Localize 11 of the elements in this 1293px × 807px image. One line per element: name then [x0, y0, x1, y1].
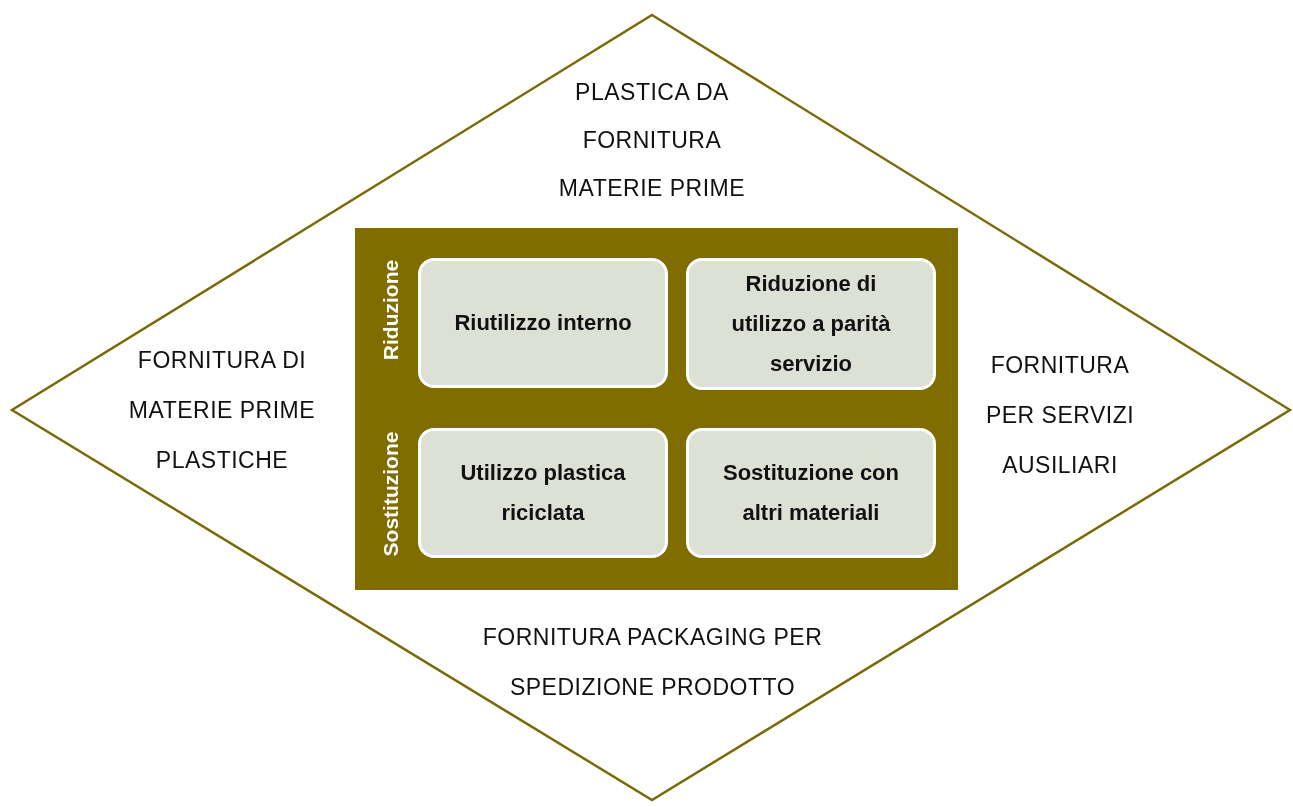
matrix-panel — [355, 228, 958, 590]
region-label: FORNITURA DI MATERIE PRIME PLASTICHE — [127, 346, 317, 475]
region-label: FORNITURA PACKAGING PER SPEDIZIONE PRODOTTO — [481, 623, 824, 702]
strategy-card: Sostituzione con altri materiali — [686, 428, 936, 558]
row-label: Sostituzione — [379, 431, 403, 557]
strategy-card: Riutilizzo interno — [418, 258, 668, 388]
row-label: Riduzione — [379, 259, 403, 361]
strategy-card: Utilizzo plastica riciclata — [418, 428, 668, 558]
region-label: FORNITURA PER SERVIZI AUSILIARI — [984, 351, 1136, 480]
region-label: PLASTICA DA FORNITURA MATERIE PRIME — [557, 78, 747, 203]
strategy-card: Riduzione di utilizzo a parità servizio — [686, 258, 936, 390]
